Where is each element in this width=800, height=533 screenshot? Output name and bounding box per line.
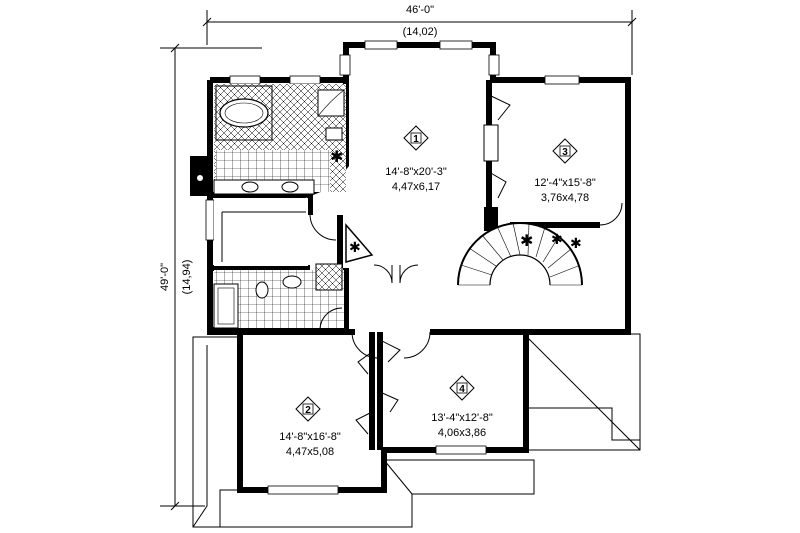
staircase: ✱ ✱ ✱ xyxy=(457,222,583,286)
master-bath: ✱ xyxy=(213,84,346,195)
room-4: 4 13'-4"x12'-8" 4,06x3,86 xyxy=(431,375,493,439)
room-2: 2 14'-8"x16'-8" 4,47x5,08 xyxy=(279,396,341,458)
doors xyxy=(351,94,623,435)
roof-left xyxy=(192,336,241,528)
room-number: 3 xyxy=(562,147,568,158)
room-size-imperial: 12'-4"x15'-8" xyxy=(534,177,596,189)
plant-niche: ✱ xyxy=(345,222,374,263)
plant-icon: ✱ xyxy=(570,236,582,252)
toilet-icon xyxy=(255,281,269,299)
roof-right xyxy=(525,333,641,451)
sink-icon xyxy=(282,275,302,289)
linen-closet xyxy=(315,263,343,291)
shower-icon xyxy=(317,89,345,117)
sink-icon xyxy=(241,181,259,193)
plant-icon: ✱ xyxy=(349,240,361,256)
roof-bottom xyxy=(219,459,535,528)
plant-icon: ✱ xyxy=(551,232,563,248)
windows xyxy=(205,40,580,495)
closet-box xyxy=(483,124,499,162)
width-label: 46'-0" xyxy=(406,4,434,16)
plant-icon: ✱ xyxy=(520,231,533,250)
depth-dimension: 49'-0" (14,94) xyxy=(159,43,262,511)
room-size-metric: 3,76x4,78 xyxy=(541,192,589,204)
room-number: 4 xyxy=(459,384,465,395)
room-size-imperial: 13'-4"x12'-8" xyxy=(431,412,493,424)
chimney-block xyxy=(484,207,498,231)
width-dimension: 46'-0" (14,02) xyxy=(202,4,637,75)
room-size-metric: 4,47x6,17 xyxy=(392,181,440,193)
room-number: 2 xyxy=(305,405,311,416)
room-size-imperial: 14'-8"x16'-8" xyxy=(279,431,341,443)
depth-metric: (14,94) xyxy=(181,260,193,295)
interior-walls xyxy=(213,80,600,450)
room-size-imperial: 14'-8"x20'-3" xyxy=(385,166,447,178)
depth-label: 49'-0" xyxy=(159,263,171,291)
room-size-metric: 4,47x5,08 xyxy=(286,446,334,458)
room-1: 1 14'-8"x20'-3" 4,47x6,17 xyxy=(385,125,447,193)
toilet-icon xyxy=(325,127,343,141)
plant-icon: ✱ xyxy=(330,147,343,166)
sink-icon xyxy=(281,181,299,193)
walk-in-closet xyxy=(214,198,337,266)
width-metric: (14,02) xyxy=(403,26,438,38)
second-bath xyxy=(213,263,344,331)
room-3: 3 12'-4"x15'-8" 3,76x4,78 xyxy=(534,138,596,204)
room-number: 1 xyxy=(413,134,419,145)
room-size-metric: 4,06x3,86 xyxy=(438,427,486,439)
